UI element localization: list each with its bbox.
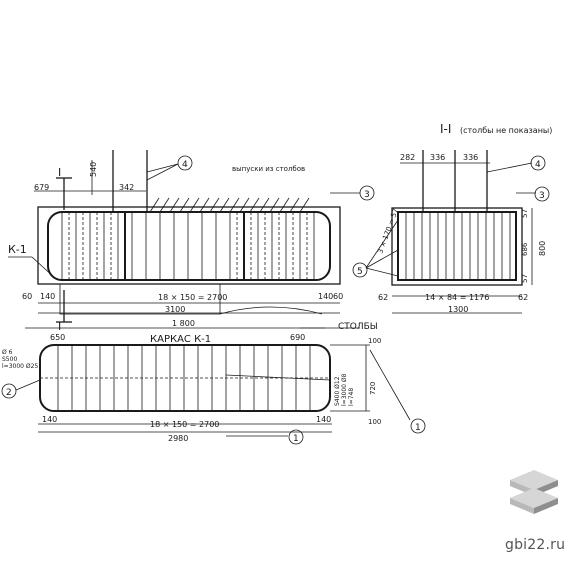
plan-hatching — [149, 197, 310, 213]
callout-3-plan: 3 — [364, 190, 370, 200]
callouts: 1 1 2 3 3 4 4 5 — [1, 155, 550, 445]
callout-4-section: 4 — [535, 160, 541, 170]
frame-dim-2980: 2980 — [168, 434, 188, 443]
dim-60-right: 60 — [333, 292, 343, 301]
frame-note-right-2: l=3000 Ø8 — [341, 373, 348, 406]
callout-5: 5 — [357, 267, 363, 277]
dim-342: 342 — [119, 183, 134, 192]
site-watermark: gbi22.ru — [505, 537, 566, 553]
plan-frame — [47, 211, 331, 281]
frame-note-left-1: Ø 6 — [2, 349, 13, 356]
frame-dim-140-right: 140 — [316, 415, 331, 424]
plan-column-left — [59, 283, 221, 315]
dim-140-left: 140 — [40, 292, 55, 301]
section-dim-282: 282 — [400, 153, 415, 162]
k1-leader-diag — [31, 256, 57, 280]
dim-540: 540 — [89, 162, 98, 177]
cut-mark-bottom: I — [58, 320, 61, 333]
frame-dim-140-left: 140 — [42, 415, 57, 424]
stacked-slabs-icon — [510, 470, 558, 514]
leader-5b — [365, 249, 399, 269]
plan-view: 679 540 342 выпуски из столбов I I К-1 1… — [8, 150, 378, 342]
frame-note-right-1: S400 Ø12 — [334, 376, 341, 406]
frame-view: КАРКАС К-1 Ø 6 S500 l=3000 Ø25 S400 Ø12 … — [2, 334, 411, 443]
section-frame — [397, 211, 517, 281]
section-dim-336-1: 336 — [430, 153, 445, 162]
plan-columns-dashed — [68, 212, 308, 280]
leader-4-section — [486, 162, 533, 173]
section-dim-336-2: 336 — [463, 153, 478, 162]
section-dim-57-bottom: 57 — [521, 274, 529, 283]
frame-note-left-3: l=3000 Ø25 — [2, 363, 38, 370]
frame-dim-spacing-text: 18 × 150 = 2700 — [150, 420, 219, 429]
dim-679: 679 — [34, 183, 49, 192]
frame-dim-100-bottom: 100 — [368, 418, 381, 426]
section-dim-62-right: 62 — [518, 293, 528, 302]
k1-label: К-1 — [8, 243, 27, 256]
dim-140-right: 140 — [318, 292, 333, 301]
leader-4-plan — [146, 163, 179, 173]
dim-650: 650 — [50, 333, 65, 342]
leader-4-plan-b — [146, 163, 179, 181]
section-dim-800: 800 — [538, 241, 547, 256]
dim-3100: 3100 — [165, 305, 185, 314]
dim-spacing-plan: 18 × 150 = 2700 — [158, 293, 227, 302]
leader-rod-right — [225, 374, 331, 381]
frame-dim-720: 720 — [369, 382, 377, 395]
leader-1-right — [369, 349, 411, 421]
section-dim-686: 686 — [521, 242, 529, 256]
callout-4-plan: 4 — [182, 160, 188, 170]
section-note: (столбы не показаны) — [460, 126, 552, 135]
columns-label: СТОЛБЫ — [338, 322, 378, 332]
section-outline — [391, 207, 523, 286]
section-rebars — [405, 212, 511, 280]
section-dim-62-left: 62 — [378, 293, 388, 302]
callout-1-frame: 1 — [293, 434, 299, 444]
frame-note-left-2: S500 — [2, 356, 17, 363]
section-view: I-I (столбы не показаны) 282 336 336 57 … — [365, 122, 552, 314]
section-dim-spacing-text: 14 × 84 = 1176 — [425, 293, 489, 302]
dim-690: 690 — [290, 333, 305, 342]
leader-2 — [15, 379, 41, 391]
frame-title: КАРКАС К-1 — [150, 334, 211, 345]
section-dim-57-top: 57 — [521, 209, 529, 218]
callout-2: 2 — [6, 388, 12, 398]
plan-rebars — [61, 212, 315, 280]
frame-rebars — [57, 345, 311, 411]
dim-1800: 1 800 — [172, 319, 195, 328]
leader-5a — [365, 219, 399, 269]
callout-1-right: 1 — [415, 423, 421, 433]
callout-3-section: 3 — [539, 191, 545, 201]
frame-dim-100-top: 100 — [368, 337, 381, 345]
section-dim-side: 3 × 170 = 57 — [376, 207, 400, 254]
cut-mark-top: I — [58, 166, 61, 179]
frame-note-right-3: l=748 — [348, 388, 355, 406]
dim-60-left: 60 — [22, 292, 32, 301]
section-title: I-I — [440, 122, 451, 136]
leader-5c — [365, 267, 399, 277]
outlets-note: выпуски из столбов — [232, 165, 305, 173]
section-dim-1300: 1300 — [448, 305, 468, 314]
plan-column-right — [219, 306, 323, 315]
